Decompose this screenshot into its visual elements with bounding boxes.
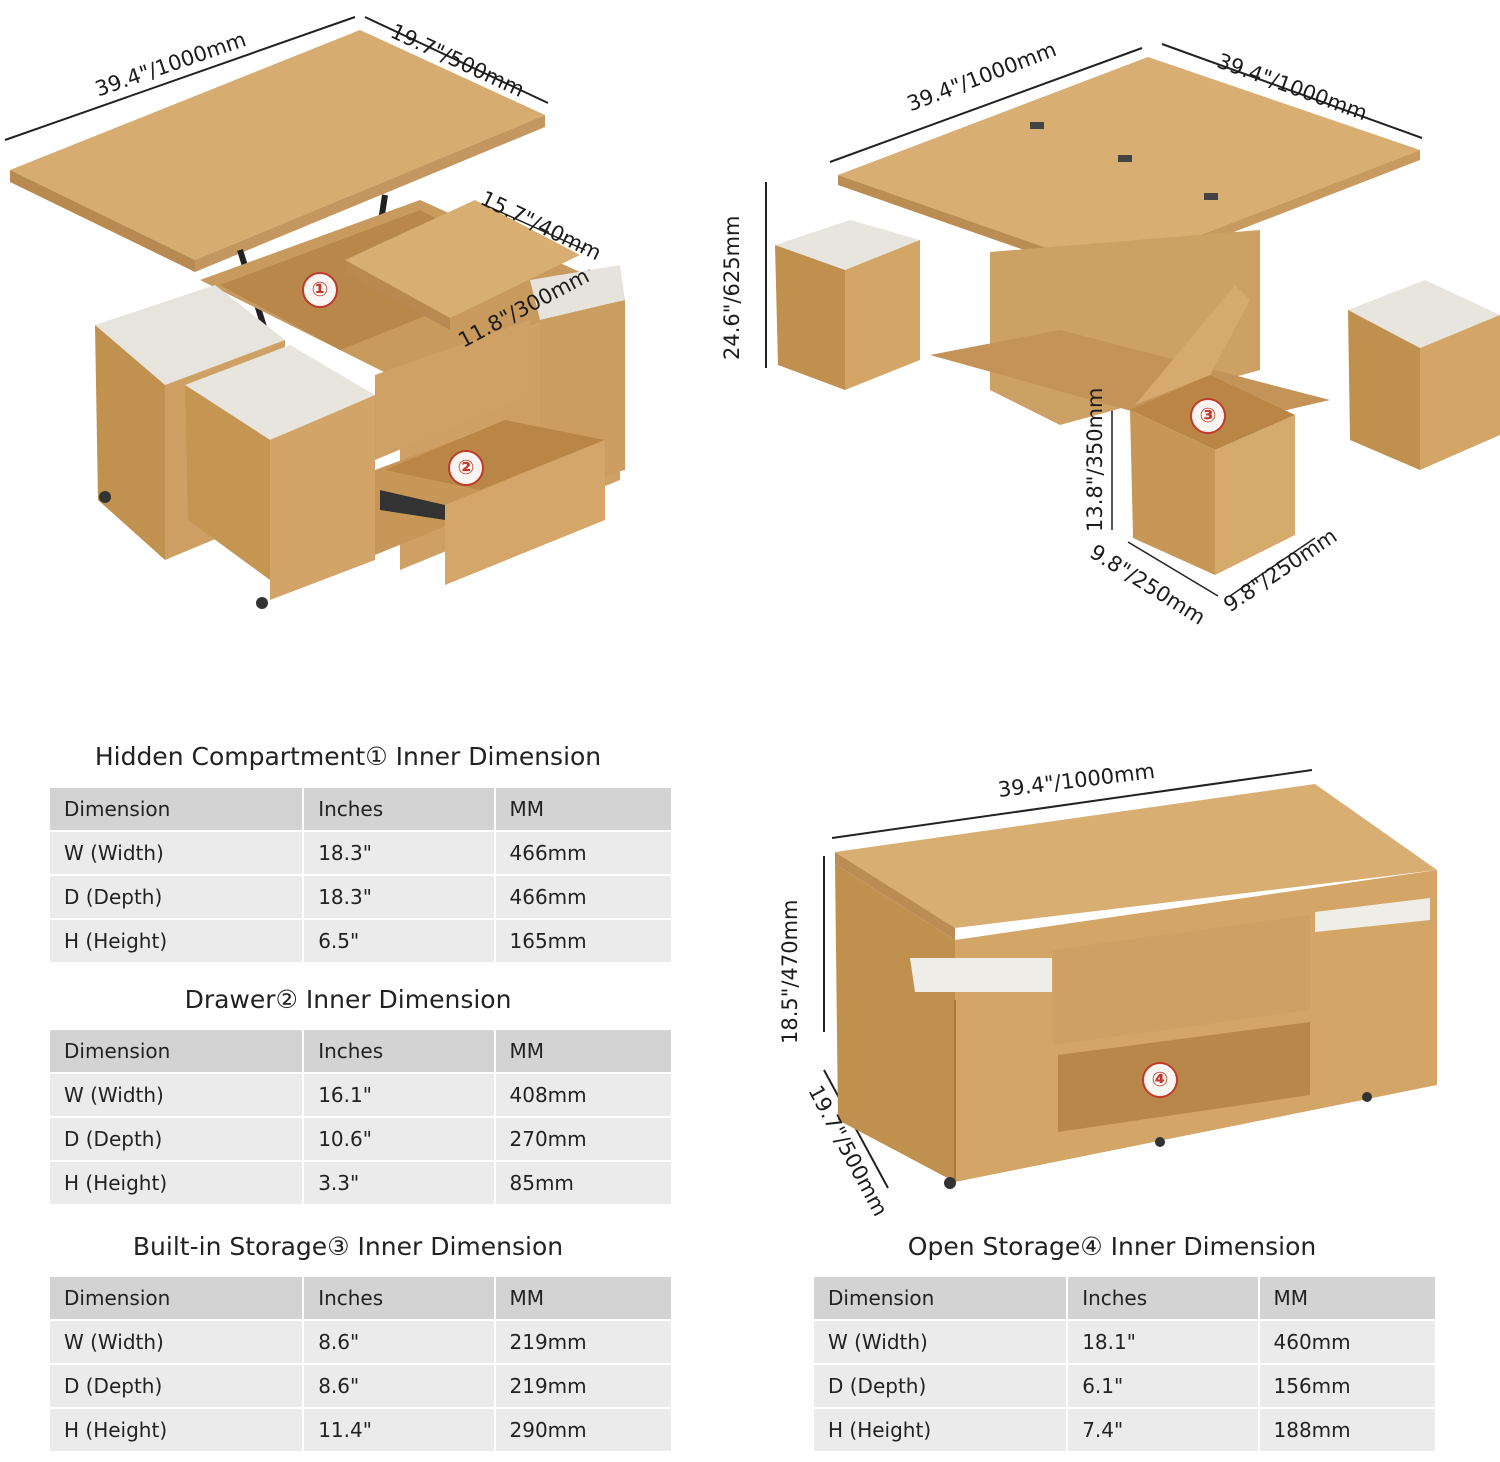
coffee-table-closed-image: 39.4"/1000mm 18.5"/470mm 19.7"/500mm ④ xyxy=(778,759,1470,1220)
cell-inches: 11.4" xyxy=(302,1407,496,1453)
cell-mm: 219mm xyxy=(493,1319,673,1365)
cell-inches: 6.1" xyxy=(1066,1363,1260,1409)
cell-mm: 466mm xyxy=(493,830,673,876)
header-mm: MM xyxy=(1257,1275,1437,1321)
cell-dimension: W (Width) xyxy=(47,1072,305,1118)
table-height-label: 18.5"/470mm xyxy=(778,899,802,1045)
cell-inches: 18.3" xyxy=(302,874,496,920)
marker-hidden-compartment: ① xyxy=(302,272,338,308)
cell-mm: 270mm xyxy=(493,1116,673,1162)
table-row: H (Height) 3.3" 85mm xyxy=(47,1160,673,1206)
dining-table-stools-image: 39.4"/1000mm 39.4"/1000mm 24.6"/625mm 13… xyxy=(720,30,1500,630)
cell-inches: 16.1" xyxy=(302,1072,496,1118)
coffee-table-illustration xyxy=(823,769,1437,1189)
header-inches: Inches xyxy=(1066,1275,1260,1321)
cell-mm: 408mm xyxy=(493,1072,673,1118)
header-inches: Inches xyxy=(302,1275,496,1321)
table-row: W (Width) 18.3" 466mm xyxy=(47,830,673,876)
header-dimension: Dimension xyxy=(47,1275,305,1321)
cell-mm: 188mm xyxy=(1257,1407,1437,1453)
table-height-label: 24.6"/625mm xyxy=(720,215,744,361)
drawer-title: Drawer② Inner Dimension xyxy=(184,985,512,1014)
cell-inches: 7.4" xyxy=(1066,1407,1260,1453)
hidden-compartment-table: Dimension Inches MM W (Width) 18.3" 466m… xyxy=(47,786,673,964)
cell-mm: 290mm xyxy=(493,1407,673,1453)
cell-inches: 8.6" xyxy=(302,1319,496,1365)
built-in-storage-table: Dimension Inches MM W (Width) 8.6" 219mm… xyxy=(47,1275,673,1453)
open-storage-table: Dimension Inches MM W (Width) 18.1" 460m… xyxy=(811,1275,1437,1453)
cell-mm: 466mm xyxy=(493,874,673,920)
cell-dimension: D (Depth) xyxy=(47,1363,305,1409)
cell-mm: 460mm xyxy=(1257,1319,1437,1365)
cell-dimension: H (Height) xyxy=(811,1407,1069,1453)
cell-mm: 85mm xyxy=(493,1160,673,1206)
cell-mm: 165mm xyxy=(493,918,673,964)
header-dimension: Dimension xyxy=(811,1275,1069,1321)
lift-top-table-image: 39.4"/1000mm 19.7"/500mm 15.7"/40mm 11.8… xyxy=(0,0,640,620)
table-row: D (Depth) 6.1" 156mm xyxy=(811,1363,1437,1409)
marker-drawer: ② xyxy=(448,450,484,486)
header-mm: MM xyxy=(493,1028,673,1074)
drawer-table: Dimension Inches MM W (Width) 16.1" 408m… xyxy=(47,1028,673,1206)
cell-inches: 18.1" xyxy=(1066,1319,1260,1365)
cell-inches: 8.6" xyxy=(302,1363,496,1409)
cell-dimension: H (Height) xyxy=(47,1407,305,1453)
table-row: W (Width) 16.1" 408mm xyxy=(47,1072,673,1118)
table-row: H (Height) 7.4" 188mm xyxy=(811,1407,1437,1453)
cell-inches: 3.3" xyxy=(302,1160,496,1206)
header-mm: MM xyxy=(493,786,673,832)
cell-dimension: D (Depth) xyxy=(811,1363,1069,1409)
header-inches: Inches xyxy=(302,1028,496,1074)
marker-open-storage: ④ xyxy=(1142,1062,1178,1098)
table-row: W (Width) 8.6" 219mm xyxy=(47,1319,673,1365)
built-in-storage-title: Built-in Storage③ Inner Dimension xyxy=(132,1232,564,1261)
table-row: D (Depth) 8.6" 219mm xyxy=(47,1363,673,1409)
cell-dimension: W (Width) xyxy=(811,1319,1069,1365)
cell-inches: 10.6" xyxy=(302,1116,496,1162)
table-row: D (Depth) 10.6" 270mm xyxy=(47,1116,673,1162)
cell-mm: 219mm xyxy=(493,1363,673,1409)
cell-dimension: W (Width) xyxy=(47,1319,305,1365)
dining-table-illustration xyxy=(765,43,1500,597)
table-header-row: Dimension Inches MM xyxy=(47,1275,673,1321)
header-dimension: Dimension xyxy=(47,786,305,832)
cell-dimension: W (Width) xyxy=(47,830,305,876)
hidden-compartment-title: Hidden Compartment① Inner Dimension xyxy=(94,742,602,771)
cell-dimension: D (Depth) xyxy=(47,1116,305,1162)
table-row: H (Height) 6.5" 165mm xyxy=(47,918,673,964)
header-mm: MM xyxy=(493,1275,673,1321)
cell-dimension: H (Height) xyxy=(47,918,305,964)
table-header-row: Dimension Inches MM xyxy=(47,1028,673,1074)
lift-top-table-illustration xyxy=(4,16,625,609)
table-row: W (Width) 18.1" 460mm xyxy=(811,1319,1437,1365)
stool-height-label: 13.8"/350mm xyxy=(1083,387,1107,533)
table-header-row: Dimension Inches MM xyxy=(811,1275,1437,1321)
table-header-row: Dimension Inches MM xyxy=(47,786,673,832)
marker-built-in-storage: ③ xyxy=(1190,398,1226,434)
cell-mm: 156mm xyxy=(1257,1363,1437,1409)
cell-inches: 18.3" xyxy=(302,830,496,876)
header-inches: Inches xyxy=(302,786,496,832)
cell-dimension: D (Depth) xyxy=(47,874,305,920)
header-dimension: Dimension xyxy=(47,1028,305,1074)
cell-dimension: H (Height) xyxy=(47,1160,305,1206)
table-row: H (Height) 11.4" 290mm xyxy=(47,1407,673,1453)
open-storage-title: Open Storage④ Inner Dimension xyxy=(907,1232,1317,1261)
cell-inches: 6.5" xyxy=(302,918,496,964)
table-row: D (Depth) 18.3" 466mm xyxy=(47,874,673,920)
